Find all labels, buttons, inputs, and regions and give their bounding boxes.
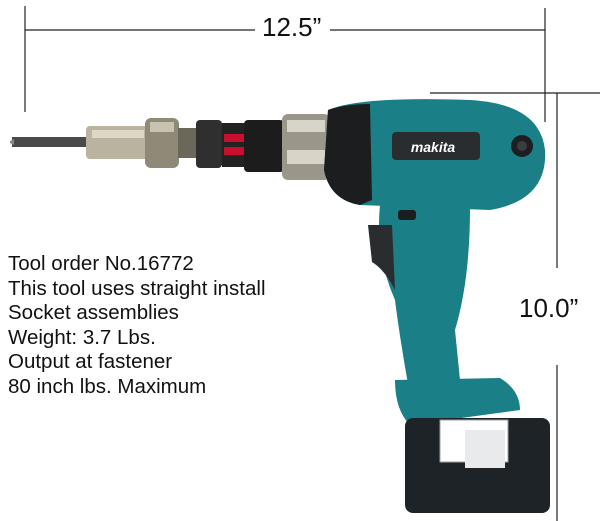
width-dimension-label: 12.5” [258, 12, 326, 43]
spec-order-number: Tool order No.16772 [8, 252, 194, 275]
spec-socket-assemblies: Socket assemblies [8, 301, 179, 324]
socket-assembly [10, 114, 330, 180]
spec-weight: Weight: 3.7 Lbs. [8, 325, 156, 349]
spec-torque-max: 80 inch lbs. Maximum [8, 374, 207, 398]
brand-logo: makita [411, 139, 456, 155]
spec-output-label: Output at fastener [8, 350, 173, 373]
tool-body: makita [324, 99, 550, 513]
height-dimension-lines [430, 92, 600, 521]
tool-specifications: Tool order No.16772 This tool uses strai… [8, 252, 266, 399]
spec-install-type: This tool uses straight install [8, 276, 266, 300]
width-dimension-lines [24, 6, 546, 122]
height-dimension-label: 10.0” [517, 293, 581, 324]
